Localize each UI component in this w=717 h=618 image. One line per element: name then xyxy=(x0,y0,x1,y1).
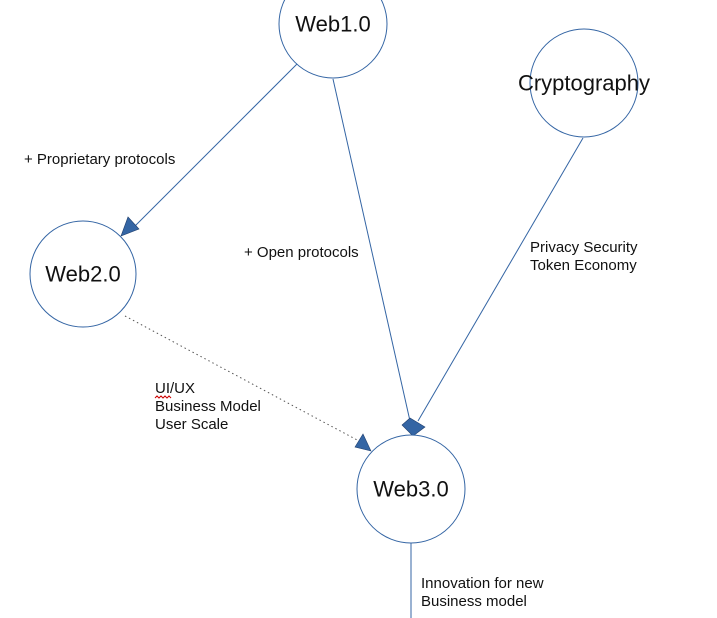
label-innovation-for-new: Innovation for new xyxy=(421,575,544,592)
label-business-model: Business Model xyxy=(155,398,261,415)
spellcheck-squiggle xyxy=(154,395,172,399)
node-web3: Web3.0 xyxy=(356,434,466,544)
label-token-economy: Token Economy xyxy=(530,257,637,274)
node-web2-label: Web2.0 xyxy=(45,262,120,287)
node-web1-label: Web1.0 xyxy=(295,12,370,37)
node-web1: Web1.0 xyxy=(278,0,388,79)
label-proprietary-protocols: + Proprietary protocols xyxy=(24,151,175,168)
node-cryptography: Cryptography xyxy=(518,28,650,138)
node-web2: Web2.0 xyxy=(29,220,137,328)
label-business-model-output: Business model xyxy=(421,593,527,610)
label-open-protocols: + Open protocols xyxy=(244,244,359,261)
label-ui-ux: UI/UX xyxy=(155,380,195,397)
edge-crypto-to-web3 xyxy=(417,137,584,422)
label-privacy-security: Privacy Security xyxy=(530,239,638,256)
label-user-scale: User Scale xyxy=(155,416,228,433)
edge-web1-to-web3 xyxy=(332,78,411,422)
edge-web2-to-web3 xyxy=(124,315,360,442)
node-cryptography-label: Cryptography xyxy=(518,71,650,96)
arrow-head-web3-top xyxy=(401,417,426,437)
arrow-head-web2 xyxy=(120,216,140,237)
node-web3-label: Web3.0 xyxy=(373,477,448,502)
arrow-head-web2-to-web3 xyxy=(354,433,372,452)
edge-web1-to-web2 xyxy=(132,63,298,229)
